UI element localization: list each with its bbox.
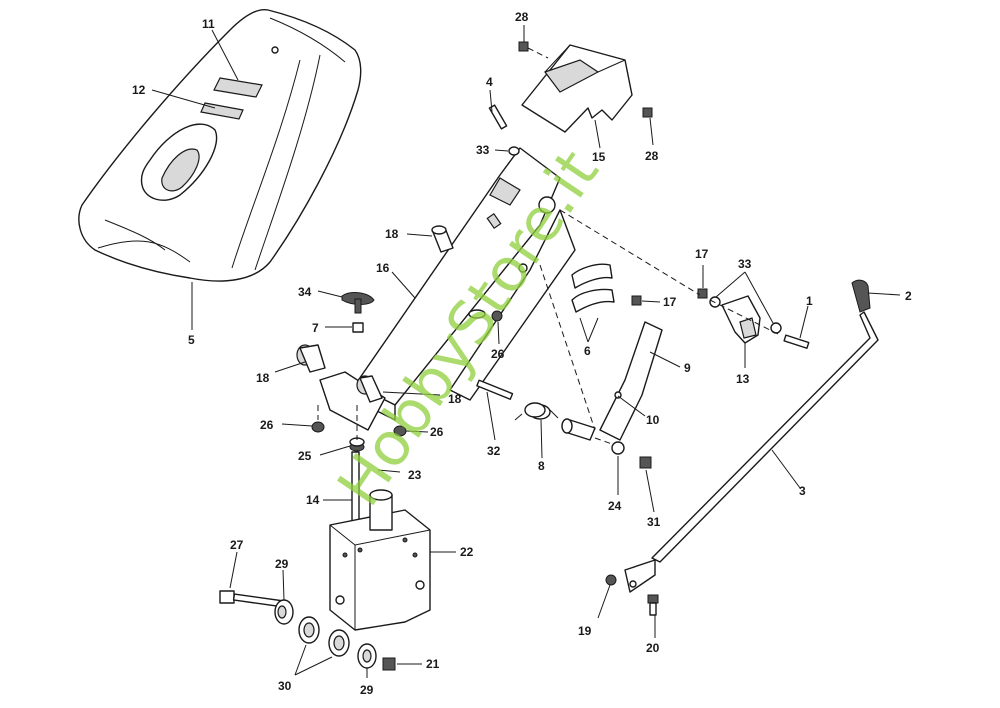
nut-26-left — [311, 421, 325, 433]
nut-19 — [605, 574, 617, 586]
cover-plate — [521, 44, 633, 133]
callout-28b: 28 — [645, 149, 659, 163]
callout-30: 30 — [278, 679, 292, 693]
knob-18-lower — [356, 375, 383, 403]
callout-19: 19 — [578, 624, 592, 638]
callout-20: 20 — [646, 641, 660, 655]
callout-17b: 17 — [663, 295, 677, 309]
callout-27: 27 — [230, 538, 244, 552]
callout-1: 1 — [806, 294, 813, 308]
callout-16: 16 — [376, 261, 390, 275]
control-rod-3 — [624, 311, 879, 593]
bearing-30-a — [298, 616, 320, 644]
callout-3: 3 — [799, 484, 806, 498]
callout-26b: 26 — [491, 347, 505, 361]
screw-28-top — [518, 41, 529, 52]
watermark: HobbyStore.it — [324, 138, 612, 518]
callout-15: 15 — [592, 150, 606, 164]
screw-28-right — [642, 107, 653, 118]
callout-26c: 26 — [430, 425, 444, 439]
callout-29a: 29 — [275, 557, 289, 571]
callout-18c: 18 — [448, 392, 462, 406]
nut-21 — [382, 657, 396, 671]
grip-2 — [851, 279, 871, 313]
bolt-27 — [219, 590, 285, 608]
callout-31: 31 — [647, 515, 661, 529]
callout-18b: 18 — [256, 371, 270, 385]
callout-29b: 29 — [360, 683, 374, 697]
callout-13: 13 — [736, 372, 750, 386]
callout-12: 12 — [132, 83, 146, 97]
spring-25 — [349, 437, 365, 452]
bolt-32 — [476, 379, 514, 400]
callout-33a: 33 — [476, 143, 490, 157]
washer-29-right — [357, 643, 377, 669]
leader-12 — [151, 89, 216, 109]
callout-11: 11 — [202, 17, 215, 31]
leader-11 — [211, 29, 239, 81]
callout-18a: 18 — [385, 227, 399, 241]
holder-13 — [721, 295, 761, 344]
callout-25: 25 — [298, 449, 312, 463]
nut-17-right — [697, 288, 708, 299]
callout-17a: 17 — [695, 247, 709, 261]
lever-9 — [561, 321, 663, 441]
callout-labels: 1 2 3 4 5 6 7 8 9 10 11 12 13 14 15 16 1… — [132, 10, 912, 697]
callout-23: 23 — [408, 468, 422, 482]
callout-9: 9 — [684, 361, 691, 375]
callout-5: 5 — [188, 333, 195, 347]
callout-2: 2 — [905, 289, 912, 303]
engine-cover — [78, 8, 362, 282]
clip-26-center — [468, 309, 503, 322]
callout-14: 14 — [306, 493, 320, 507]
handle-bracket — [319, 147, 576, 431]
leader-16 — [391, 271, 416, 299]
screw-20 — [647, 594, 659, 616]
wing-knob-34 — [341, 292, 375, 314]
callout-8: 8 — [538, 459, 545, 473]
washer-33-b — [770, 322, 782, 334]
callout-24: 24 — [608, 499, 622, 513]
washer-29-left — [274, 599, 294, 625]
bolt-1 — [783, 334, 810, 349]
nut-7 — [352, 322, 364, 333]
callout-28a: 28 — [515, 10, 529, 24]
callout-10: 10 — [646, 413, 660, 427]
callout-6: 6 — [584, 344, 591, 358]
nut-17-center — [631, 295, 642, 306]
bearing-30-b — [328, 629, 350, 657]
spring-8 — [514, 402, 559, 421]
washer-24 — [611, 441, 625, 455]
washer-33-top — [508, 146, 520, 156]
nut-31 — [639, 456, 652, 469]
clamp-6 — [571, 263, 615, 313]
callout-34: 34 — [298, 285, 312, 299]
callout-4: 4 — [486, 75, 493, 89]
knob-18-left — [296, 344, 326, 373]
leader-15 — [594, 119, 601, 149]
pivot-bracket-22 — [329, 489, 431, 631]
spacer-18-top — [431, 225, 454, 253]
callout-32: 32 — [487, 444, 501, 458]
callout-7: 7 — [312, 321, 319, 335]
callout-26a: 26 — [260, 418, 274, 432]
callout-33b: 33 — [738, 257, 752, 271]
callout-21: 21 — [426, 657, 440, 671]
callout-22: 22 — [460, 545, 474, 559]
